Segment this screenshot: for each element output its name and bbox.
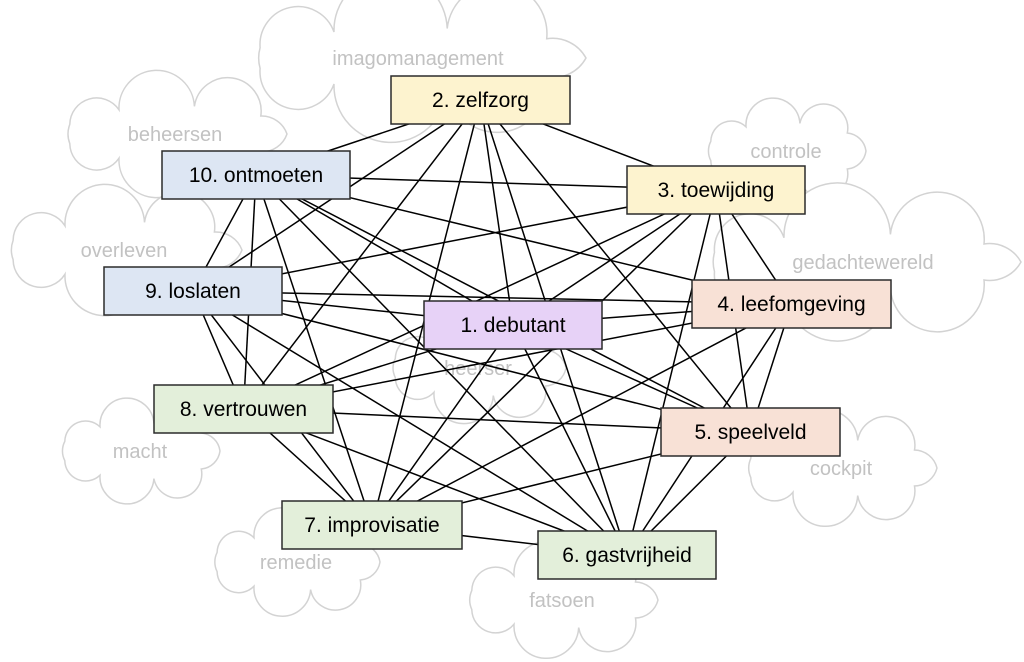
edge-10-1 xyxy=(255,174,514,326)
node-box-speelveld xyxy=(660,407,841,457)
cloud-label-cockpit: cockpit xyxy=(810,458,873,480)
edge-10-7 xyxy=(255,174,373,526)
node-loslaten: 9. loslaten xyxy=(103,266,283,316)
edge-2-5 xyxy=(479,99,752,433)
edge-9-6 xyxy=(192,290,628,556)
cloud-label-heerser: heerser xyxy=(444,358,512,380)
node-label-vertrouwen: 8. vertrouwen xyxy=(180,398,307,421)
edge-3-8 xyxy=(243,189,717,410)
edge-2-1 xyxy=(479,99,514,326)
node-gastvrijheid: 6. gastvrijheid xyxy=(537,530,717,580)
node-ontmoeten: 10. ontmoeten xyxy=(161,150,351,200)
node-label-improvisatie: 7. improvisatie xyxy=(304,514,439,537)
node-box-leefomgeving xyxy=(691,279,892,329)
edge-3-6 xyxy=(626,189,717,556)
edge-1-7 xyxy=(371,324,514,526)
edge-2-8 xyxy=(242,99,482,410)
node-speelveld: 5. speelveld xyxy=(660,407,841,457)
cloud-label-gedachtewereld: gedachtewereld xyxy=(792,252,933,274)
node-box-improvisatie xyxy=(281,500,463,550)
node-box-loslaten xyxy=(103,266,283,316)
node-box-zelfzorg xyxy=(390,75,571,125)
node-toewijding: 3. toewijding xyxy=(626,165,806,215)
cloud-label-macht: macht xyxy=(113,441,168,463)
edge-9-5 xyxy=(192,290,751,433)
node-box-gastvrijheid xyxy=(537,530,717,580)
node-label-loslaten: 9. loslaten xyxy=(145,280,241,303)
cloud-label-remedie: remedie xyxy=(260,552,332,574)
node-debutant: 1. debutant xyxy=(423,300,603,350)
node-label-ontmoeten: 10. ontmoeten xyxy=(189,164,323,187)
cloud-label-imagomanagement: imagomanagement xyxy=(332,48,504,70)
node-label-speelveld: 5. speelveld xyxy=(694,421,806,444)
node-vertrouwen: 8. vertrouwen xyxy=(153,384,334,434)
edge-10-6 xyxy=(255,174,628,556)
node-improvisatie: 7. improvisatie xyxy=(281,500,463,550)
cloud-label-overleven: overleven xyxy=(81,240,168,262)
node-box-debutant xyxy=(423,300,603,350)
cloud-label-beheersen: beheersen xyxy=(128,124,223,146)
node-label-leefomgeving: 4. leefomgeving xyxy=(717,293,865,316)
cloud-label-fatsoen: fatsoen xyxy=(529,590,595,612)
edge-1-6 xyxy=(512,324,628,556)
edge-3-7 xyxy=(371,189,717,526)
node-label-toewijding: 3. toewijding xyxy=(658,179,775,202)
node-leefomgeving: 4. leefomgeving xyxy=(691,279,892,329)
node-label-debutant: 1. debutant xyxy=(460,314,565,337)
node-zelfzorg: 2. zelfzorg xyxy=(390,75,571,125)
node-label-zelfzorg: 2. zelfzorg xyxy=(432,89,529,112)
node-box-toewijding xyxy=(626,165,806,215)
node-label-gastvrijheid: 6. gastvrijheid xyxy=(562,544,692,567)
cloud-label-controle: controle xyxy=(750,141,821,163)
edge-4-7 xyxy=(371,303,792,526)
node-layer: 1. debutant 2. zelfzorg 3. toewijding 4. le… xyxy=(103,75,892,580)
node-box-vertrouwen xyxy=(153,384,334,434)
node-box-ontmoeten xyxy=(161,150,351,200)
